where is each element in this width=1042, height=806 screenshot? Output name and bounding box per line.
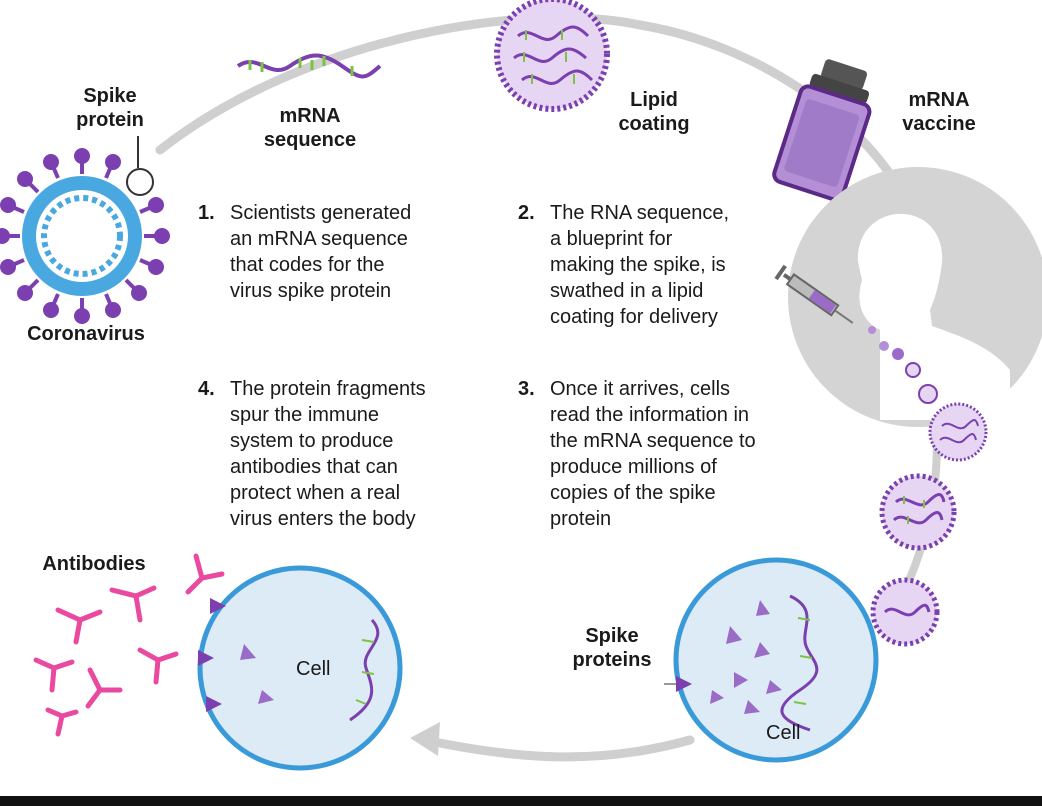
- step-number: 2.: [518, 202, 535, 224]
- step-line: system to produce: [230, 430, 394, 452]
- label-lipid-coating: Lipid coating: [594, 88, 714, 136]
- label-coronavirus: Coronavirus: [27, 323, 145, 345]
- step-line: produce millions of: [550, 456, 717, 478]
- label-line: sequence: [263, 129, 357, 151]
- step-line: antibodies that can: [230, 456, 398, 478]
- step-line: virus spike protein: [230, 280, 392, 302]
- lipid-nanoparticle-icon: [494, 0, 610, 112]
- label-mrna-sequence: mRNA sequence: [250, 104, 370, 152]
- step-line: making the spike, is: [550, 254, 726, 276]
- step-line: copies of the spike: [550, 482, 716, 504]
- mrna-strand-icon: [236, 53, 382, 79]
- bottom-border: [0, 796, 1042, 806]
- step-line: swathed in a lipid: [550, 280, 704, 302]
- label-spike-proteins: Spike proteins: [556, 624, 668, 672]
- step-line: The protein fragments: [230, 378, 426, 400]
- step-line: Once it arrives, cells: [550, 378, 731, 400]
- step-line: a blueprint for: [550, 228, 673, 250]
- step-line: coating for delivery: [550, 306, 718, 328]
- lipid-nanoparticle-icon: [928, 402, 988, 462]
- vaccine-vial-icon: [772, 59, 872, 202]
- step-line: protein: [550, 508, 612, 530]
- coronavirus-icon: [0, 148, 170, 324]
- step-line: The RNA sequence,: [550, 202, 729, 224]
- label-line: vaccine: [902, 113, 976, 135]
- label-line: Spike: [83, 85, 137, 107]
- step-number: 4.: [198, 378, 215, 400]
- spike-callout: [126, 136, 154, 196]
- particle-trail: [868, 326, 938, 404]
- step-4: 4. The protein fragments spur the immune…: [198, 376, 498, 532]
- step-line: virus enters the body: [230, 508, 416, 530]
- label-mrna-vaccine: mRNA vaccine: [884, 88, 994, 136]
- label-cell-right: Cell: [766, 722, 801, 744]
- label-spike-protein: Spike protein: [52, 84, 168, 132]
- syringe-icon: [774, 264, 854, 324]
- label-line: Lipid: [630, 89, 678, 111]
- step-number: 1.: [198, 202, 215, 224]
- label-line: coating: [618, 113, 690, 135]
- label-line: protein: [76, 109, 144, 131]
- label-line: mRNA: [908, 89, 970, 111]
- step-2: 2. The RNA sequence, a blueprint for mak…: [518, 200, 818, 330]
- step-line: that codes for the: [230, 254, 385, 276]
- step-line: Scientists generated: [230, 202, 412, 224]
- step-line: the mRNA sequence to: [550, 430, 756, 452]
- label-antibodies: Antibodies: [42, 553, 146, 575]
- step-1: 1. Scientists generated an mRNA sequence…: [198, 200, 498, 304]
- label-line: mRNA: [279, 105, 341, 127]
- label-line: Spike: [585, 625, 639, 647]
- lipid-nanoparticle-icon: [879, 473, 957, 551]
- step-line: an mRNA sequence: [230, 228, 408, 250]
- label-line: proteins: [572, 649, 652, 671]
- lipid-nanoparticle-icon: [870, 577, 940, 647]
- cell-icon: [197, 565, 403, 771]
- step-line: read the information in: [550, 404, 750, 426]
- step-line: protect when a real: [230, 482, 401, 504]
- step-number: 3.: [518, 378, 535, 400]
- cell-icon: [673, 557, 879, 763]
- antibody-icon: [33, 553, 225, 737]
- label-cell-left: Cell: [296, 658, 331, 680]
- step-3: 3. Once it arrives, cells read the infor…: [518, 376, 828, 532]
- step-line: spur the immune: [230, 404, 379, 426]
- person-silhouette-icon: [788, 167, 1042, 427]
